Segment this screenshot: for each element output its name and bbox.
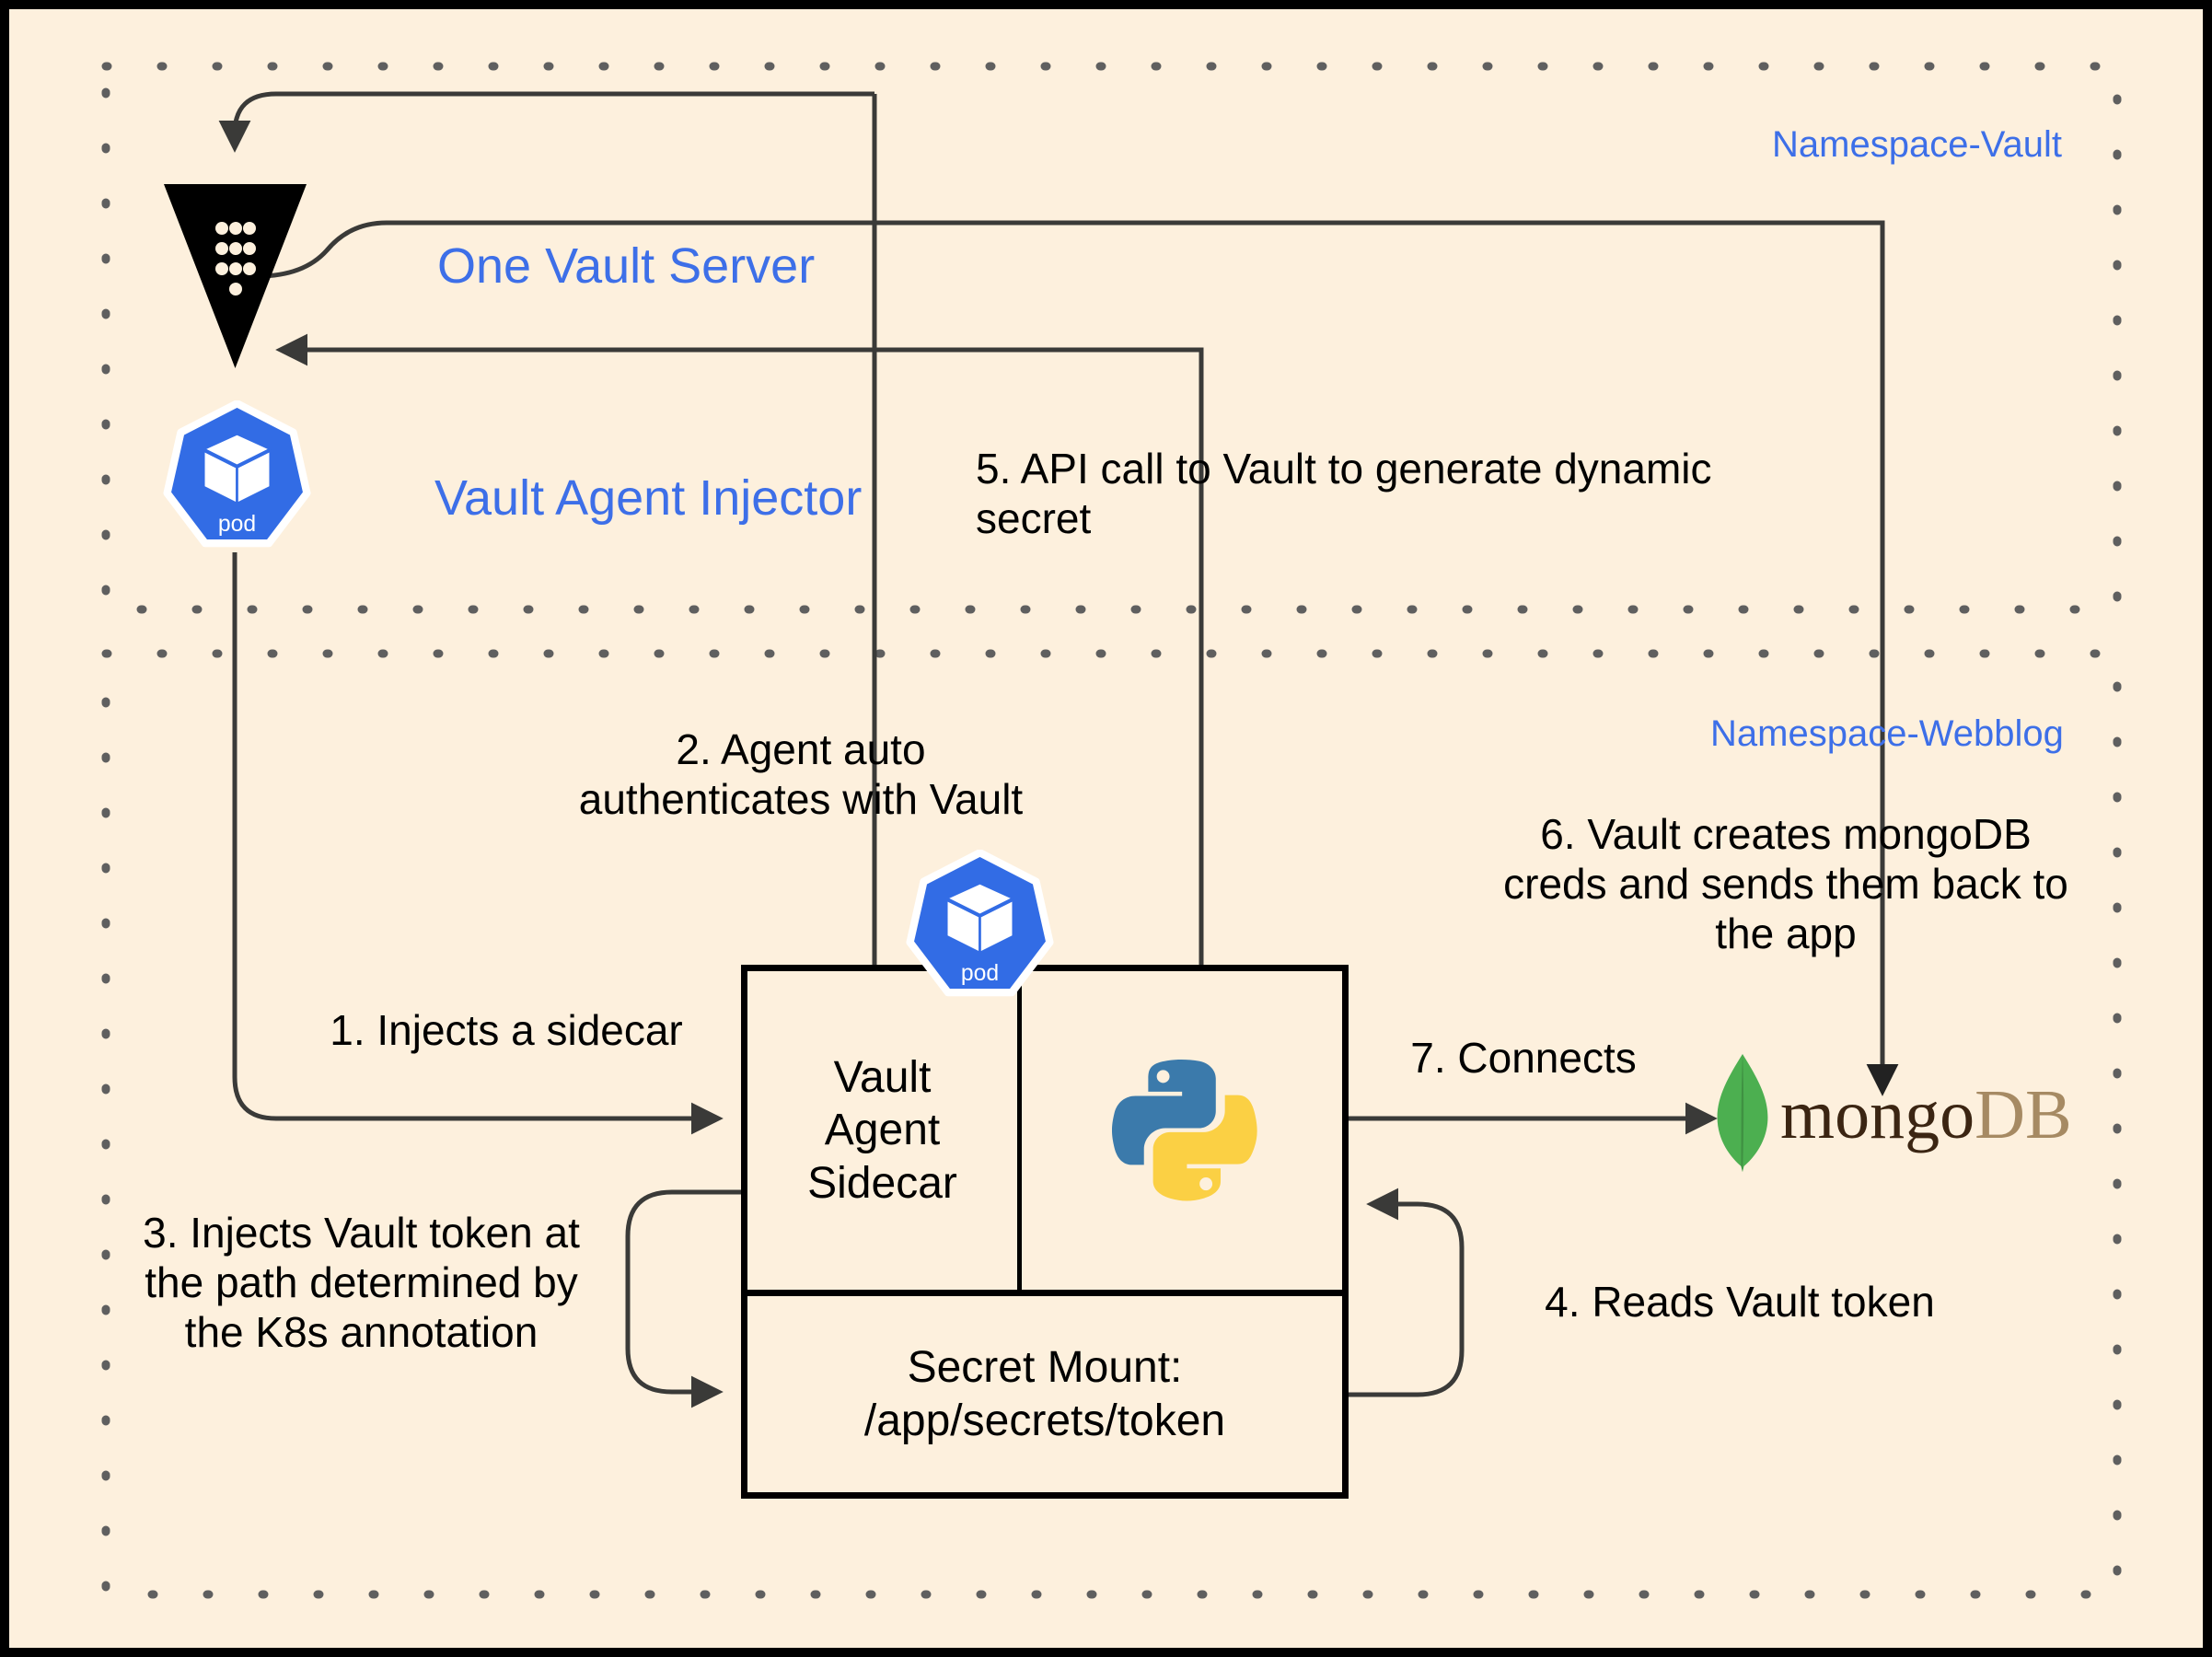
connector-vault-to-mongodb (257, 220, 1899, 1096)
application-pod-box: Vault Agent Sidecar Secret Mount: /app/s… (741, 965, 1349, 1499)
secret-mount-line-1: Secret Mount: (907, 1342, 1183, 1392)
mongodb-wordmark: mongoDB (1780, 1075, 2072, 1155)
python-logo-icon (1104, 1050, 1260, 1211)
step-6-line-2: creds and sends them back to (1503, 859, 2068, 908)
secret-mount-label: Secret Mount: /app/secrets/token (864, 1341, 1225, 1447)
step-4-reads-token-label: 4. Reads Vault token (1545, 1278, 1935, 1326)
vault-agent-sidecar-label: Vault Agent Sidecar (807, 1051, 957, 1211)
mongodb-wordmark-mongo: mongo (1780, 1076, 1975, 1153)
sidecar-line-2: Agent (824, 1106, 941, 1155)
step-2-line-1: 2. Agent auto (676, 725, 926, 773)
namespace-webblog-label: Namespace-Webblog (1710, 713, 2064, 754)
connector-injects-token (625, 1189, 741, 1408)
step-2-line-2: authenticates with Vault (578, 774, 1024, 823)
mongodb-leaf-icon (1714, 1054, 1771, 1176)
sidecar-line-1: Vault (833, 1052, 932, 1102)
step-5-line-2: secret (976, 493, 1092, 542)
step-3-line-3: the K8s annotation (184, 1307, 539, 1356)
connector-to-vault-top (218, 91, 874, 153)
namespace-vault-label: Namespace-Vault (1772, 124, 2062, 165)
python-app-cell (1022, 971, 1342, 1290)
step-6-line-1: 6. Vault creates mongoDB (1540, 810, 2032, 858)
secret-mount-line-2: /app/secrets/token (863, 1396, 1226, 1445)
step-5-api-call-label: 5. API call to Vault to generate dynamic… (976, 445, 1841, 544)
step-6-vault-creates-creds-label: 6. Vault creates mongoDB creds and sends… (1464, 810, 2108, 958)
step-7-connects-label: 7. Connects (1410, 1034, 1637, 1082)
step-3-line-2: the path determined by (145, 1257, 578, 1306)
step-3-injects-token-label: 3. Injects Vault token at the path deter… (97, 1209, 626, 1357)
secret-mount-cell: Secret Mount: /app/secrets/token (747, 1296, 1342, 1492)
vault-agent-sidecar-cell: Vault Agent Sidecar (747, 971, 1022, 1290)
step-2-agent-auth-label: 2. Agent auto authenticates with Vault (525, 725, 1077, 825)
kubernetes-pod-icon-app: pod (904, 849, 1056, 1002)
step-6-line-3: the app (1715, 909, 1857, 957)
vault-agent-injector-label: Vault Agent Injector (434, 470, 863, 526)
vault-logo-icon (164, 184, 307, 368)
svg-text:pod: pod (218, 512, 256, 537)
pod-box-top-row: Vault Agent Sidecar (747, 971, 1342, 1296)
step-3-line-1: 3. Injects Vault token at (143, 1209, 580, 1257)
step-5-line-1: 5. API call to Vault to generate dynamic (976, 445, 1712, 492)
connector-api-call-to-vault (275, 333, 1204, 965)
step-1-injects-sidecar-label: 1. Injects a sidecar (330, 1006, 683, 1054)
sidecar-line-3: Sidecar (807, 1158, 957, 1208)
mongodb-wordmark-db: DB (1975, 1076, 2072, 1153)
kubernetes-pod-icon-injector: pod (161, 400, 313, 552)
vault-server-label: One Vault Server (437, 238, 816, 294)
connector-reads-token (1349, 1188, 1465, 1397)
mongodb-node: mongoDB (1714, 1054, 2072, 1176)
svg-text:pod: pod (961, 961, 999, 986)
